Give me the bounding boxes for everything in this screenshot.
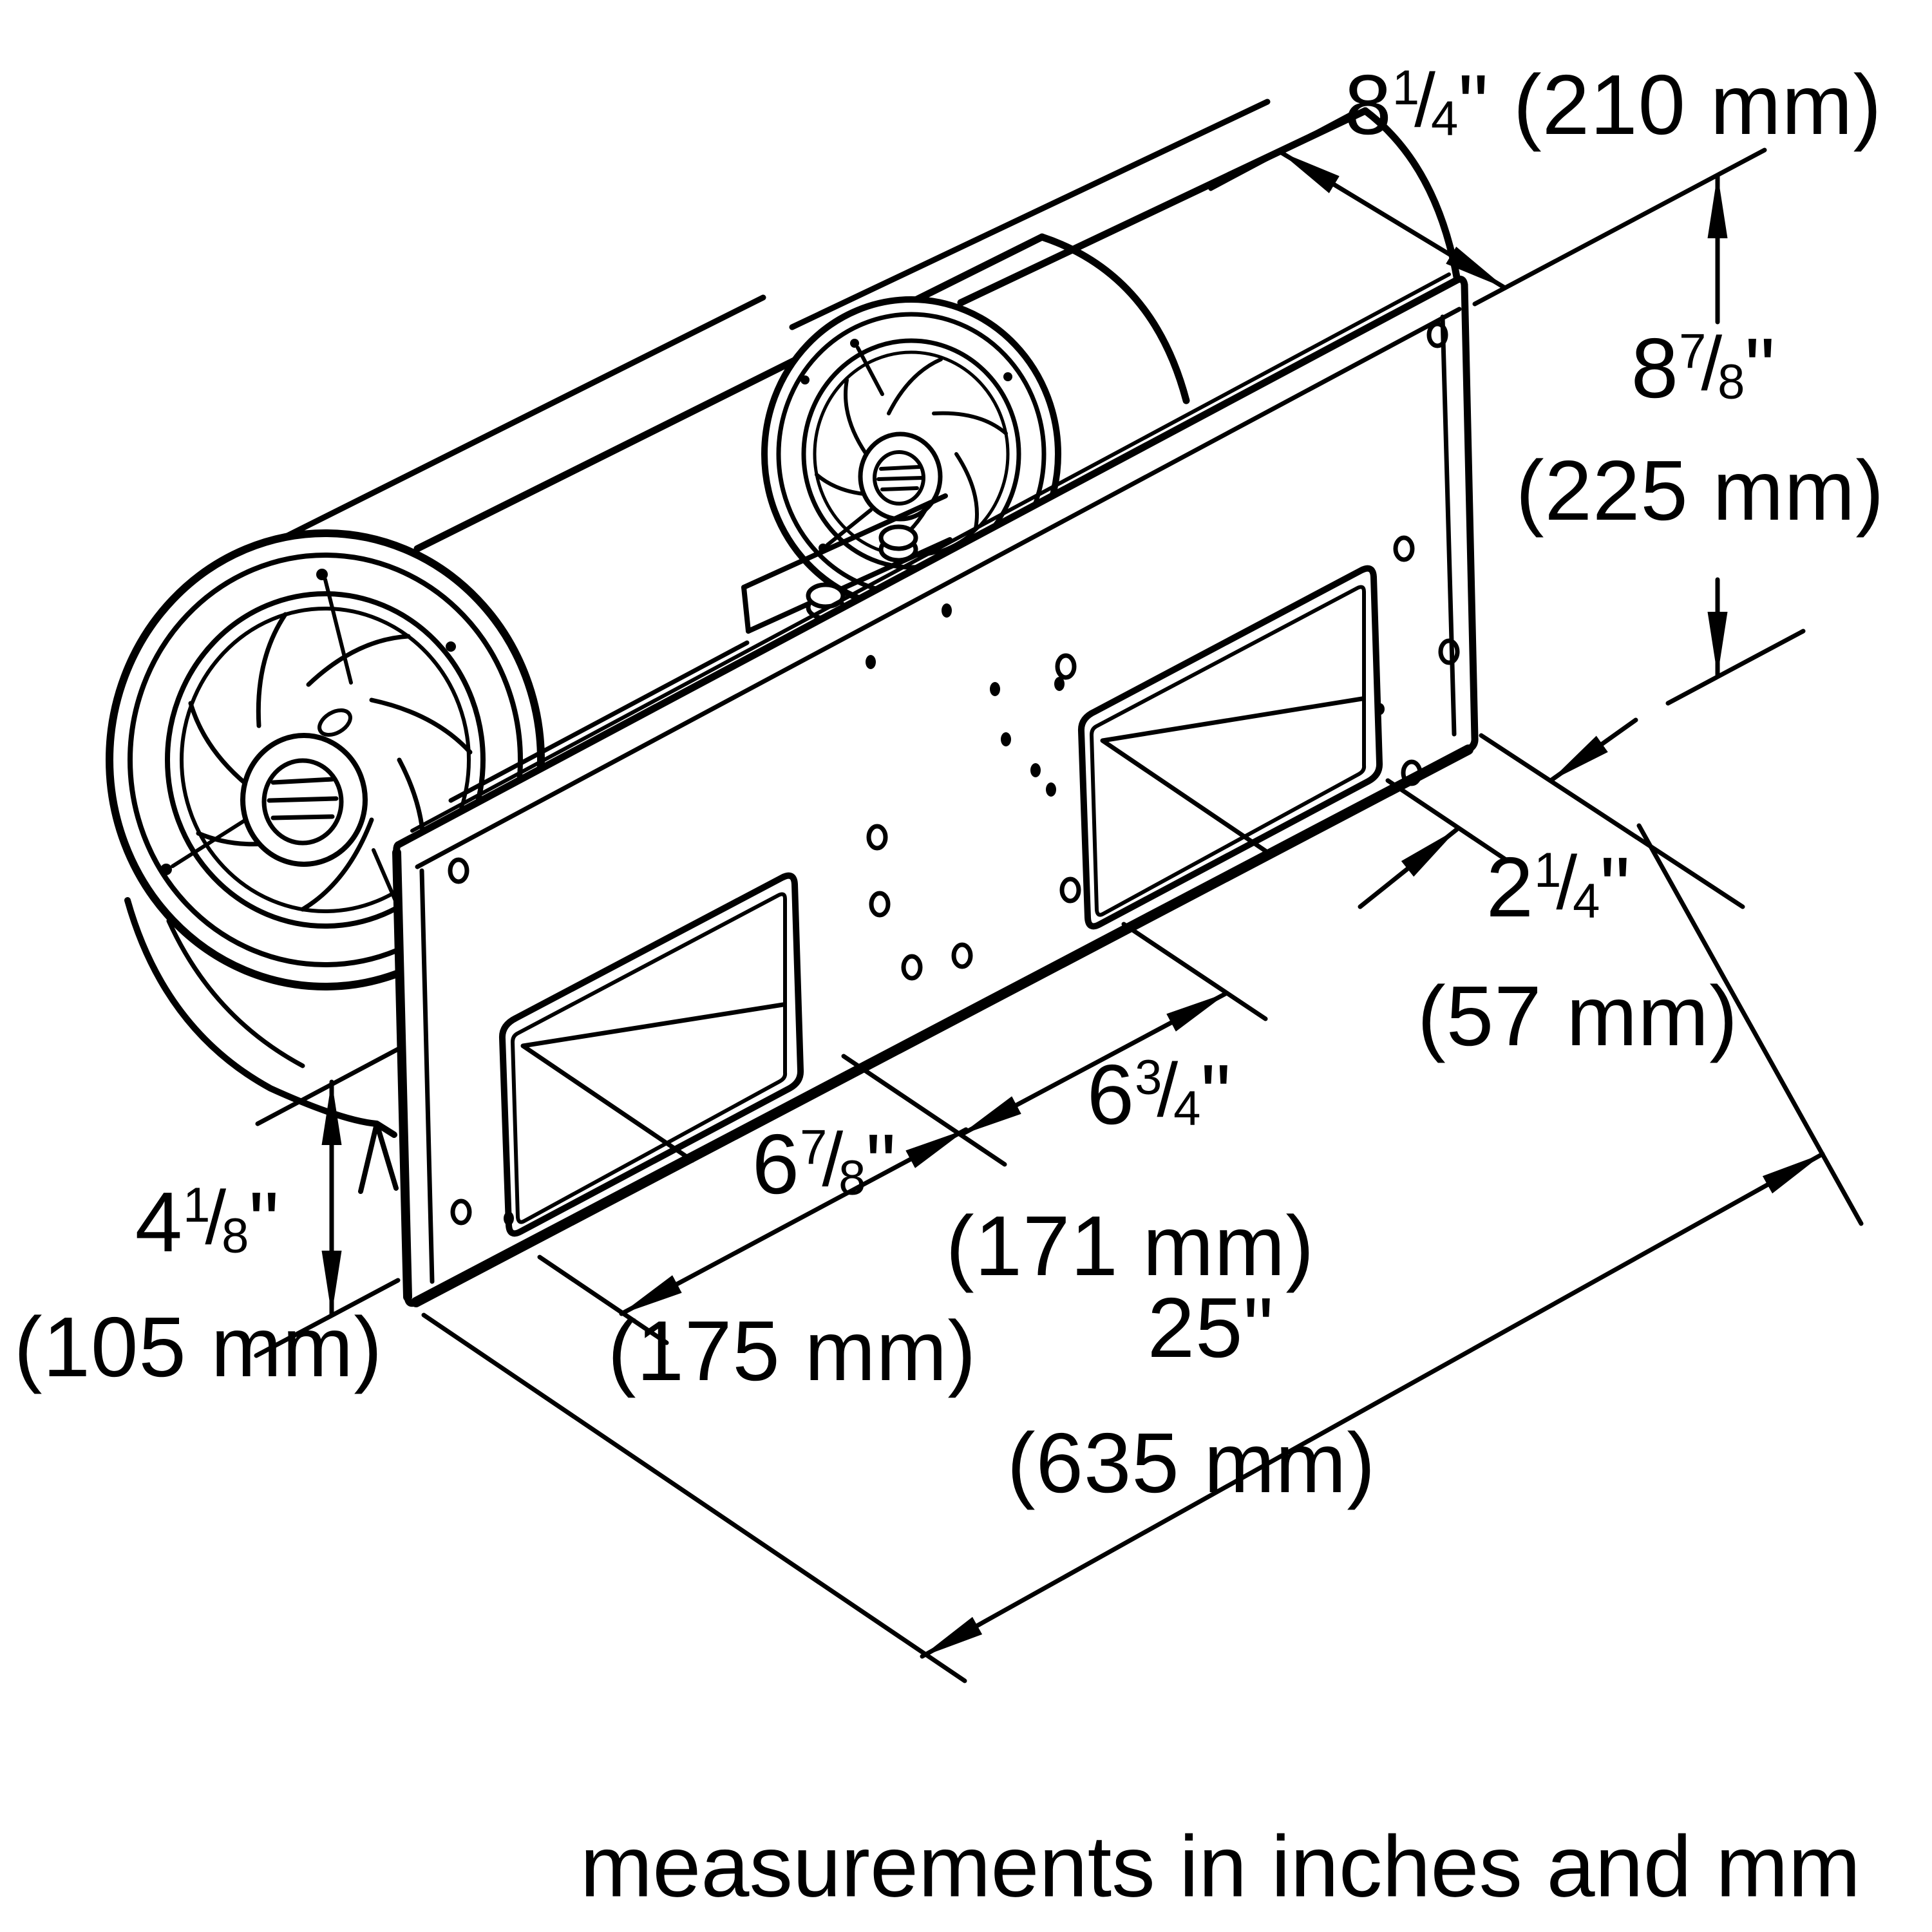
panel-rivet-dots — [504, 603, 1385, 1226]
dim-edge-offset-mm: (57 mm) — [1417, 969, 1739, 1063]
dim-edge-offset-inches: 21/4" — [1486, 840, 1631, 934]
right-duct-cutout — [1077, 565, 1383, 930]
arrow-cutout-gap — [958, 990, 1229, 1137]
arrow-total-width — [920, 1151, 1825, 1659]
ext-line-top-right-shared — [1472, 147, 1767, 307]
ext-line-total-width-right — [1636, 823, 1864, 1226]
dim-panel-height-inches: 87/8" — [1631, 321, 1776, 415]
ext-line-edge-offset-left — [1385, 778, 1510, 863]
dim-panel-height-mm: (225 mm) — [1515, 443, 1885, 538]
dim-cutout-gap-inches: 63/4" — [1086, 1047, 1232, 1142]
dim-flange-height-mm: (105 mm) — [14, 1300, 383, 1394]
ext-line-cutout-shared — [841, 1054, 1007, 1167]
ext-line-total-width-left — [421, 1312, 967, 1683]
arrow-cutout-width — [619, 1127, 969, 1316]
arrow-edge-offset-left — [1358, 827, 1459, 909]
dim-flange-height-inches: 41/8" — [135, 1175, 280, 1269]
left-fan-hub — [240, 708, 368, 867]
left-duct-cutout — [498, 872, 804, 1237]
dim-cutout-width-inches: 67/8" — [752, 1117, 897, 1211]
units-note: measurements in inches and mm — [580, 1817, 1861, 1915]
panel-screw-holes — [448, 321, 1460, 1226]
blower-assembly — [106, 99, 1479, 1307]
arrow-edge-offset-right — [1548, 717, 1638, 783]
dimension-lines — [254, 111, 1864, 1683]
dim-total-width-inches: 25" — [1147, 1280, 1274, 1375]
ext-line-cutout-left — [537, 1255, 669, 1345]
dim-cutout-gap-mm: (171 mm) — [945, 1198, 1315, 1293]
dim-housing-depth-label: 81/4" (210 mm) — [1344, 57, 1882, 152]
dim-cutout-width-mm: (175 mm) — [607, 1303, 977, 1398]
ext-line-corner-long — [1479, 733, 1745, 909]
left-blower-volute — [124, 897, 399, 1194]
ext-line-gap-right — [1121, 922, 1268, 1021]
ext-line-flange-bottom — [254, 1278, 401, 1358]
dim-total-width-mm: (635 mm) — [1007, 1416, 1376, 1510]
arrow-housing-depth — [1278, 149, 1508, 290]
ext-line-panel-height-bottom — [1665, 629, 1806, 706]
